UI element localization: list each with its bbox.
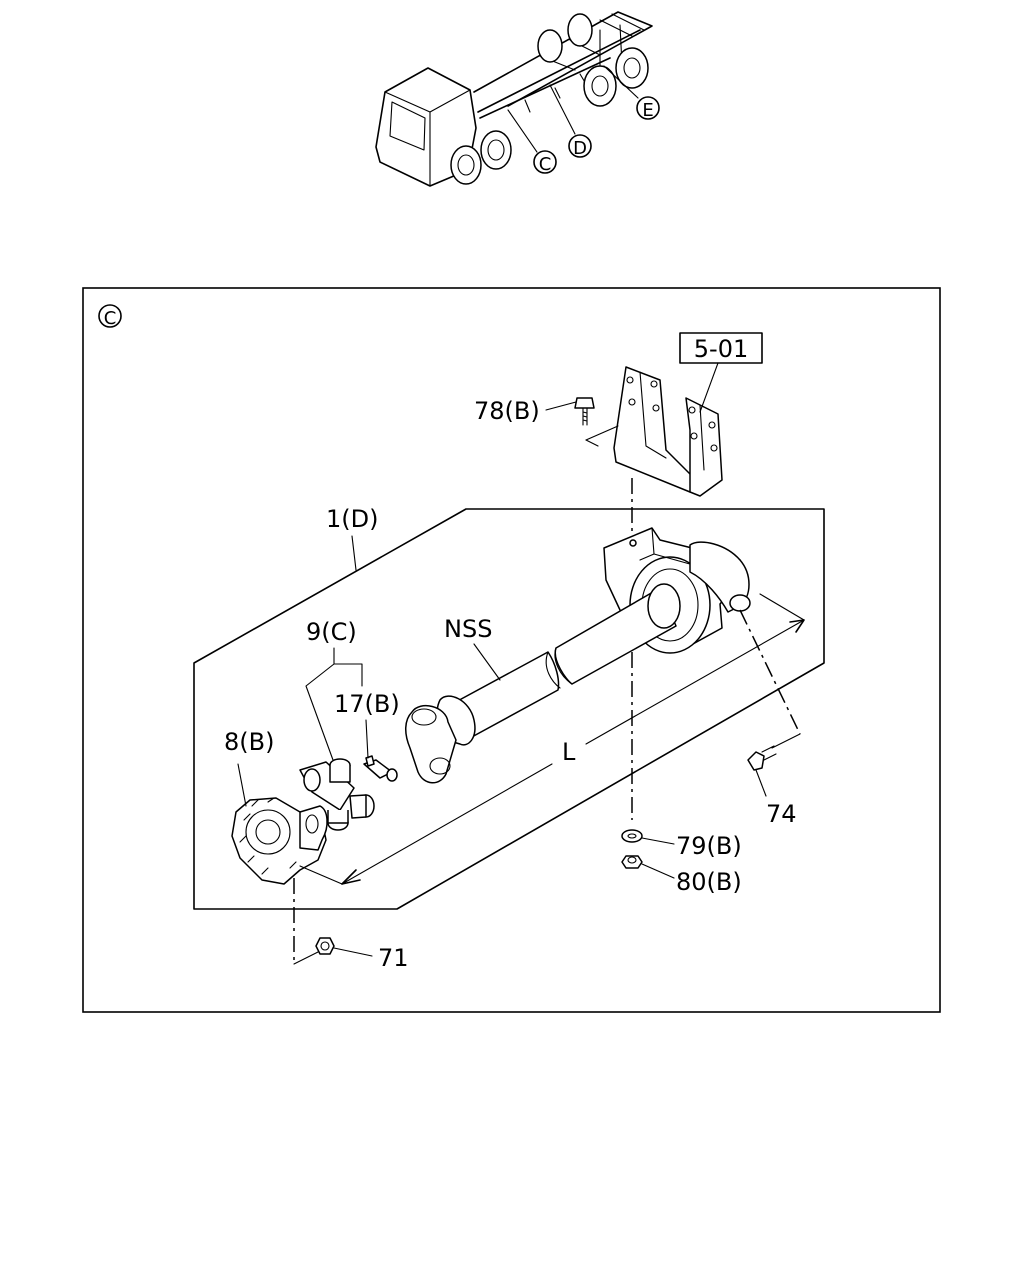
overview-callout-d: D: [573, 138, 587, 159]
ref-box: [679, 332, 763, 364]
assembly-outline: [193, 508, 825, 910]
truck-overview: C D E: [375, 11, 660, 187]
label-nss: NSS: [444, 615, 492, 643]
bolt-74: [747, 745, 777, 771]
overview-callout-c: C: [539, 154, 552, 175]
label-74: 74: [766, 800, 797, 828]
shaft: [405, 583, 681, 784]
label-9: 9(C): [306, 618, 357, 646]
label-1: 1(D): [326, 505, 378, 533]
label-17: 17(B): [334, 690, 400, 718]
section-mark: C: [104, 308, 117, 329]
nut-80: [621, 855, 643, 869]
length-dimension: [299, 593, 805, 885]
label-78: 78(B): [474, 397, 540, 425]
label-80: 80(B): [676, 868, 742, 896]
ref-label: 5-01: [694, 335, 748, 363]
detail-frame: [82, 287, 941, 1013]
label-71: 71: [378, 944, 409, 972]
flange-yoke-8: [231, 797, 328, 885]
overview-callout-e: E: [642, 100, 653, 121]
washer-79: [621, 829, 643, 843]
bracket: [585, 366, 723, 497]
spider-9: [299, 758, 375, 831]
label-79: 79(B): [676, 832, 742, 860]
bolt-78: [574, 397, 595, 426]
label-length: L: [562, 738, 576, 766]
nut-71: [315, 937, 335, 955]
grease-nipple-17: [363, 755, 398, 782]
label-8: 8(B): [224, 728, 274, 756]
